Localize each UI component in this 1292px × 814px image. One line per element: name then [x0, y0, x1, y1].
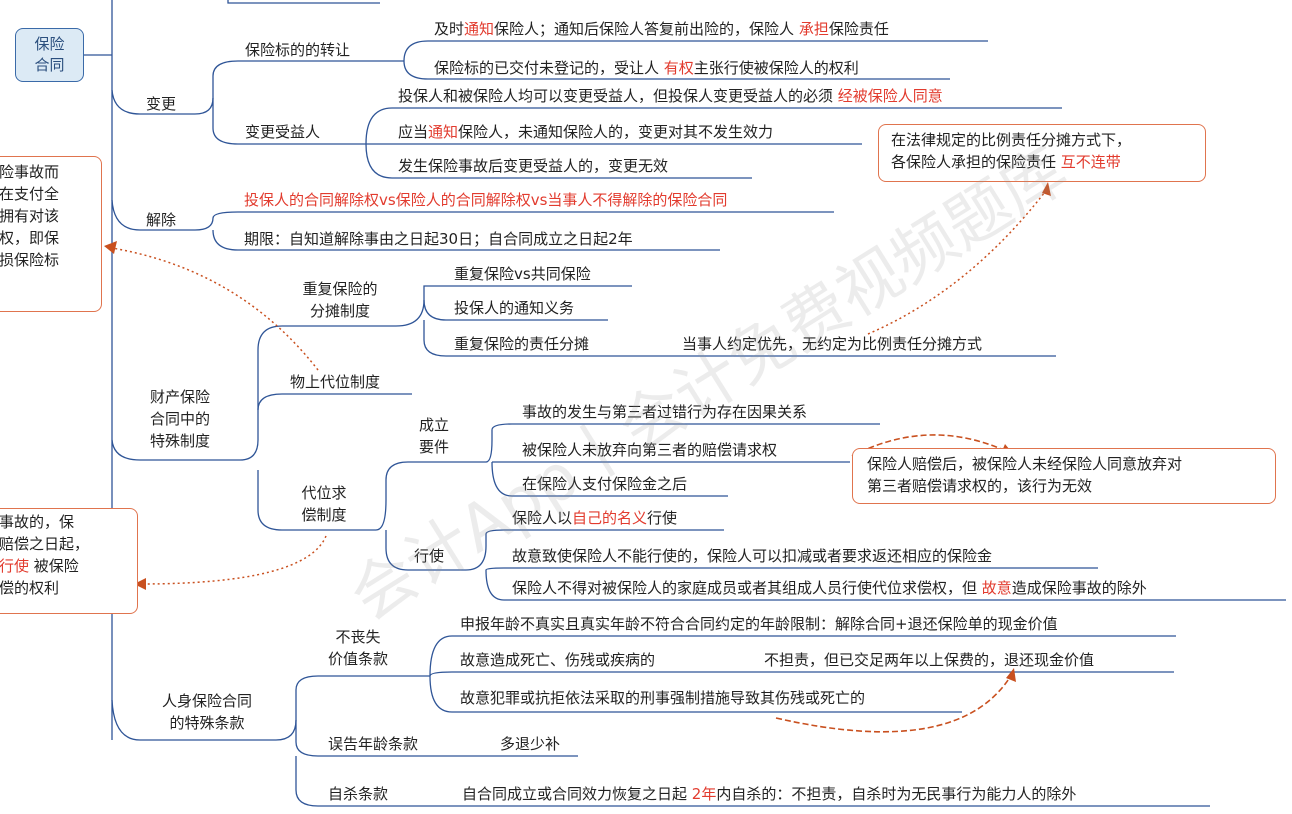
- node-beneficiary-item1[interactable]: 投保人和被保险人均可以变更受益人，但投保人变更受益人的必须 经被保险人同意: [398, 86, 943, 106]
- label-line: 合同中的: [149, 410, 210, 428]
- node-double-item1[interactable]: 重复保险vs共同保险: [454, 265, 591, 283]
- node-nonforfeiture-item2-sub[interactable]: 不担责，但已交足两年以上保费的，退还现金价值: [764, 651, 1095, 669]
- note-line: 拥有对该: [0, 207, 60, 225]
- label-line: 分摊制度: [309, 302, 370, 320]
- highlight-text: 自己的名义: [572, 509, 648, 527]
- node-subject-transfer-item1[interactable]: 及时通知保险人；通知后保险人答复前出险的，保险人 承担保险责任: [434, 19, 889, 39]
- note-line: 赔偿之日起，: [0, 535, 90, 553]
- node-exercise-item3[interactable]: 保险人不得对被保险人的家庭成员或者其组成人员行使代位求偿权，但 故意造成保险事故…: [512, 578, 1147, 598]
- node-nonforfeiture[interactable]: 不丧失 价值条款: [318, 626, 398, 670]
- node-nonforfeiture-item1[interactable]: 申报年龄不真实且真实年龄不符合合同约定的年龄限制：解除合同+退还保险单的现金价值: [460, 615, 1058, 633]
- text: 自合同成立或合同效力恢复之日起: [462, 785, 692, 803]
- highlight-text: 承担: [798, 20, 829, 38]
- text: 保险标的已交付未登记的，受让人: [434, 59, 664, 77]
- label-line: 成立: [418, 416, 449, 434]
- label-line: 特殊制度: [149, 432, 210, 450]
- highlight-text: 有权: [663, 59, 694, 77]
- text: 被保险: [29, 557, 79, 575]
- label-line: 财产保险: [149, 388, 210, 406]
- node-elements-item1[interactable]: 事故的发生与第三者过错行为存在因果关系: [522, 403, 808, 421]
- label-line: 价值条款: [327, 650, 388, 668]
- node-double-item3[interactable]: 重复保险的责任分摊: [454, 335, 590, 353]
- label-line: 不丧失: [335, 628, 381, 646]
- note-line: 险事故而: [0, 163, 60, 181]
- text: 保险责任: [828, 20, 889, 38]
- root-label-line1: 保险: [34, 35, 65, 53]
- node-nonforfeiture-item3[interactable]: 故意犯罪或抗拒依法采取的刑事强制措施导致其伤残或死亡的: [460, 689, 866, 707]
- node-subrogation-exercise[interactable]: 行使: [414, 547, 445, 565]
- node-nonforfeiture-item2[interactable]: 故意造成死亡、伤残或疾病的: [460, 651, 656, 669]
- node-elements-item2[interactable]: 被保险人未放弃向第三者的赔偿请求权: [522, 441, 778, 459]
- note-line: 各保险人承担的保险责任 互不连带: [891, 151, 1205, 173]
- highlight-text: 互不连带: [1060, 153, 1121, 171]
- note-waiver-invalid[interactable]: 保险人赔偿后，被保险人未经保险人同意放弃对 第三者赔偿请求权的，该行为无效: [852, 448, 1276, 504]
- node-elements-item3[interactable]: 在保险人支付保险金之后: [522, 475, 688, 493]
- node-beneficiary-change[interactable]: 变更受益人: [245, 123, 321, 141]
- node-beneficiary-item3[interactable]: 发生保险事故后变更受益人的，变更无效: [398, 157, 669, 175]
- node-double-item2[interactable]: 投保人的通知义务: [454, 299, 575, 317]
- text: 保险人以: [512, 509, 573, 527]
- note-line: 第三者赔偿请求权的，该行为无效: [867, 477, 1093, 495]
- text: 投保人和被保险人均可以变更受益人，但投保人变更受益人的必须: [398, 87, 838, 105]
- label-line: 要件: [418, 438, 449, 456]
- node-rescission-item2[interactable]: 期限：自知道解除事由之日起30日；自合同成立之日起2年: [244, 230, 633, 248]
- label-line: 代位求: [301, 484, 347, 502]
- highlight-text: 行使: [0, 557, 30, 575]
- label-line: 偿制度: [301, 506, 347, 524]
- node-exercise-item2[interactable]: 故意致使保险人不能行使的，保险人可以扣减或者要求返还相应的保险金: [512, 547, 993, 565]
- highlight-text: 通知: [428, 123, 459, 141]
- node-personal-special-clauses[interactable]: 人身保险合同 的特殊条款: [146, 690, 268, 734]
- text: 造成保险事故的除外: [1011, 579, 1147, 597]
- label-line: 人身保险合同: [161, 692, 252, 710]
- text: 各保险人承担的保险责任: [891, 153, 1061, 171]
- node-rescission-item1[interactable]: 投保人的合同解除权vs保险人的合同解除权vs当事人不得解除的保险合同: [244, 191, 728, 209]
- text: 保险人；通知后保险人答复前出险的，保险人: [494, 20, 799, 38]
- node-real-subrogation[interactable]: 物上代位制度: [290, 373, 381, 391]
- node-subrogation-elements[interactable]: 成立 要件: [408, 414, 460, 458]
- node-suicide-item1[interactable]: 自合同成立或合同效力恢复之日起 2年内自杀的：不担责，自杀时为无民事行为能力人的…: [462, 784, 1076, 804]
- root-node-insurance-contract[interactable]: 保险 合同: [15, 28, 84, 82]
- node-subrogation[interactable]: 代位求 偿制度: [286, 482, 362, 526]
- note-line: 保险人赔偿后，被保险人未经保险人同意放弃对: [867, 455, 1183, 473]
- node-double-insurance[interactable]: 重复保险的 分摊制度: [288, 278, 392, 322]
- note-left-top-clipped[interactable]: 险事故而 在支付全 拥有对该 权，即保 损保险标: [0, 156, 102, 312]
- node-age-misstatement-item1[interactable]: 多退少补: [500, 735, 561, 753]
- node-double-item3-sub[interactable]: 当事人约定优先，无约定为比例责任分摊方式: [682, 335, 983, 353]
- note-joint-liability[interactable]: 在法律规定的比例责任分摊方式下， 各保险人承担的保险责任 互不连带: [878, 124, 1206, 182]
- note-line: 损保险标: [0, 251, 60, 269]
- node-beneficiary-item2[interactable]: 应当通知保险人，未通知保险人的，变更对其不发生效力: [398, 122, 773, 142]
- node-exercise-item1[interactable]: 保险人以自己的名义行使: [512, 508, 677, 528]
- node-property-special-systems[interactable]: 财产保险 合同中的 特殊制度: [140, 386, 220, 452]
- label-line: 重复保险的: [302, 280, 378, 298]
- label-line: 的特殊条款: [169, 714, 245, 732]
- text: 保险人不得对被保险人的家庭成员或者其组成人员行使代位求偿权，但: [512, 579, 982, 597]
- text: 保险人，未通知保险人的，变更对其不发生效力: [458, 123, 774, 141]
- note-line: 权，即保: [0, 229, 60, 247]
- note-left-bottom-clipped[interactable]: 事故的，保 赔偿之日起， 行使 被保险 偿的权利: [0, 508, 138, 614]
- highlight-text: 通知: [464, 20, 495, 38]
- node-subject-transfer[interactable]: 保险标的的转让: [245, 41, 351, 59]
- text: 应当: [398, 123, 429, 141]
- node-subject-transfer-item2[interactable]: 保险标的已交付未登记的，受让人 有权主张行使被保险人的权利: [434, 58, 859, 78]
- highlight-text: 2年: [691, 785, 717, 803]
- note-line: 事故的，保: [0, 513, 75, 531]
- node-age-misstatement[interactable]: 误告年龄条款: [328, 735, 419, 753]
- highlight-text: 经被保险人同意: [837, 87, 943, 105]
- note-line: 在支付全: [0, 185, 60, 203]
- node-change[interactable]: 变更: [146, 95, 177, 113]
- text: 主张行使被保险人的权利: [693, 59, 859, 77]
- note-line: 偿的权利: [0, 579, 60, 597]
- node-suicide[interactable]: 自杀条款: [328, 785, 389, 803]
- text: 及时: [434, 20, 465, 38]
- root-label-line2: 合同: [34, 56, 65, 74]
- node-rescission[interactable]: 解除: [146, 211, 177, 229]
- highlight-text: 故意: [981, 579, 1012, 597]
- text: 内自杀的：不担责，自杀时为无民事行为能力人的除外: [716, 785, 1077, 803]
- note-line: 在法律规定的比例责任分摊方式下，: [891, 131, 1132, 149]
- note-line: 行使 被保险: [0, 555, 137, 577]
- text: 行使: [647, 509, 678, 527]
